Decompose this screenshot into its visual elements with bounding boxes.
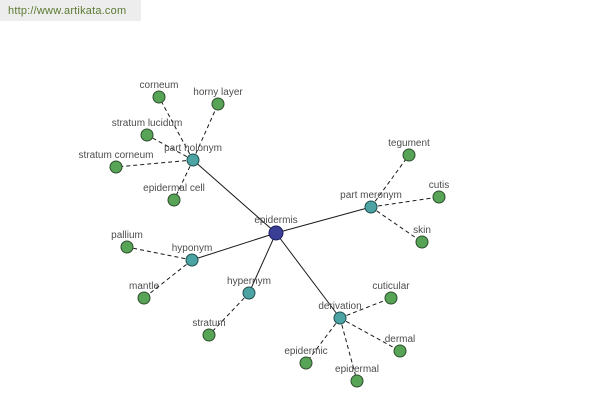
leaf-label-cutis[interactable]: cutis <box>429 180 450 191</box>
leaf-label-dermal[interactable]: dermal <box>385 334 416 345</box>
leaf-node-epidermic[interactable] <box>299 356 313 370</box>
center-label-epidermis[interactable]: epidermis <box>254 215 297 226</box>
leaf-label-stratum-corneum[interactable]: stratum corneum <box>78 150 153 161</box>
edge-part-meronym-cutis <box>370 196 440 208</box>
leaf-label-horny-layer[interactable]: horny layer <box>193 87 243 98</box>
edge-center-hyponym <box>191 232 277 261</box>
leaf-label-epidermal[interactable]: epidermal <box>335 364 379 375</box>
leaf-label-epidermal-cell[interactable]: epidermal cell <box>143 183 205 194</box>
edge-center-derivation <box>275 232 341 319</box>
leaf-label-stratum[interactable]: stratum <box>192 318 225 329</box>
hub-node-hypernym[interactable] <box>242 286 256 300</box>
hub-label-derivation[interactable]: derivation <box>318 301 361 312</box>
leaf-node-epidermal-cell[interactable] <box>167 193 181 207</box>
leaf-node-epidermal[interactable] <box>350 374 364 388</box>
edge-derivation-dermal <box>339 317 401 352</box>
hub-node-derivation[interactable] <box>333 311 347 325</box>
hub-node-part-holonym[interactable] <box>186 153 200 167</box>
hub-label-part-meronym[interactable]: part meronym <box>340 190 402 201</box>
hub-label-part-holonym[interactable]: part holonym <box>164 143 222 154</box>
leaf-label-cuticular[interactable]: cuticular <box>372 281 410 292</box>
leaf-label-skin[interactable]: skin <box>413 225 431 236</box>
edge-part-holonym-horny-layer <box>192 103 219 161</box>
hub-node-part-meronym[interactable] <box>364 200 378 214</box>
leaf-node-mantle[interactable] <box>137 291 151 305</box>
edge-hypernym-stratum <box>208 292 250 336</box>
leaf-label-tegument[interactable]: tegument <box>388 138 430 149</box>
leaf-node-horny-layer[interactable] <box>211 97 225 111</box>
edge-center-hypernym <box>248 232 277 294</box>
leaf-label-pallium[interactable]: pallium <box>111 230 143 241</box>
url-bar[interactable]: http://www.artikata.com <box>0 0 141 21</box>
leaf-node-tegument[interactable] <box>402 148 416 162</box>
edge-derivation-epidermic <box>305 317 341 364</box>
center-node-epidermis[interactable] <box>268 225 284 241</box>
leaf-node-stratum[interactable] <box>202 328 216 342</box>
edge-part-holonym-stratum-lucidum <box>146 134 194 161</box>
leaf-label-stratum-lucidum[interactable]: stratum lucidum <box>112 118 183 129</box>
edge-derivation-cuticular <box>339 297 392 319</box>
hub-label-hyponym[interactable]: hyponym <box>172 243 213 254</box>
leaf-node-skin[interactable] <box>415 235 429 249</box>
leaf-node-pallium[interactable] <box>120 240 134 254</box>
edge-part-holonym-epidermal-cell <box>173 159 194 201</box>
edge-part-meronym-skin <box>370 206 423 243</box>
leaf-node-cutis[interactable] <box>432 190 446 204</box>
leaf-node-corneum[interactable] <box>152 90 166 104</box>
edge-center-part-meronym <box>275 206 372 234</box>
hub-node-hyponym[interactable] <box>185 253 199 267</box>
leaf-label-epidermic[interactable]: epidermic <box>284 346 327 357</box>
leaf-node-stratum-corneum[interactable] <box>109 160 123 174</box>
leaf-label-mantle[interactable]: mantle <box>129 281 159 292</box>
edge-center-part-holonym <box>192 159 277 234</box>
hub-label-hypernym[interactable]: hypernym <box>227 276 271 287</box>
leaf-node-stratum-lucidum[interactable] <box>140 128 154 142</box>
edge-hyponym-mantle <box>143 259 193 299</box>
leaf-label-corneum[interactable]: corneum <box>140 80 179 91</box>
edge-part-holonym-stratum-corneum <box>115 159 194 168</box>
edge-derivation-epidermal <box>339 317 358 382</box>
edge-part-meronym-tegument <box>370 154 410 208</box>
url-text: http://www.artikata.com <box>8 4 127 17</box>
leaf-node-dermal[interactable] <box>393 344 407 358</box>
leaf-node-cuticular[interactable] <box>384 291 398 305</box>
edge-part-holonym-corneum <box>158 96 194 161</box>
